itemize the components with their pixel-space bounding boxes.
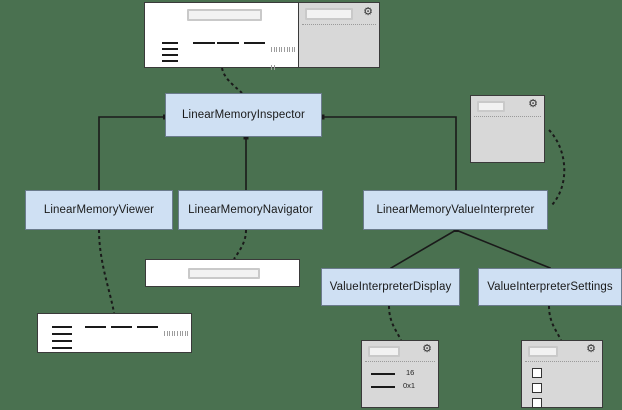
node-label: LinearMemoryNavigator [188,204,313,216]
byte-group [111,326,132,328]
toolbar-divider [302,24,376,25]
gear-icon[interactable]: ⚙ [363,6,373,18]
mockup-memory-pane [145,3,298,70]
node-linear-memory-value-interpreter[interactable]: LinearMemoryValueInterpreter [363,190,548,230]
settings-input-placeholder [528,346,558,357]
mockup-interpreter-pane: ⚙ [298,3,379,67]
gear-icon[interactable]: ⚙ [586,343,596,355]
edge-display-mock [388,305,402,341]
byte-group [193,42,215,44]
address-line [162,42,178,44]
mockup-value-interpreter-settings: ⚙ [521,340,603,408]
address-line [162,54,178,56]
settings-checkbox[interactable] [532,398,542,408]
gear-icon[interactable]: ⚙ [422,343,432,355]
byte-group [217,42,239,44]
node-linear-memory-navigator[interactable]: LinearMemoryNavigator [178,190,323,230]
byte-group [244,42,265,44]
value-row-label [371,386,395,388]
mockup-value-interpreter: ⚙ [470,95,545,163]
ascii-column [164,323,190,341]
address-line [52,326,72,328]
mockup-linear-memory-inspector: ⚙ [144,2,380,70]
byte-group [137,326,158,328]
value-row-value: 0x1 [403,381,416,390]
gear-icon[interactable]: ⚙ [528,98,538,110]
display-input-placeholder [368,346,400,357]
mockup-linear-memory-viewer [37,313,192,353]
address-line [52,333,72,335]
node-label: ValueInterpreterDisplay [329,281,452,293]
node-linear-memory-inspector[interactable]: LinearMemoryInspector [165,93,322,137]
node-value-interpreter-display[interactable]: ValueInterpreterDisplay [321,268,460,306]
interpreter-input-placeholder [305,8,353,20]
edge-inspector-viewer [98,116,166,191]
settings-checkbox[interactable] [532,368,542,378]
byte-group [85,326,106,328]
address-input-placeholder [187,9,262,21]
value-row-value: 16 [406,368,415,377]
toolbar-divider [365,361,435,362]
node-label: ValueInterpreterSettings [487,281,613,293]
node-value-interpreter-settings[interactable]: ValueInterpreterSettings [478,268,622,306]
address-line [52,347,72,349]
interpreter-input-placeholder [477,101,505,112]
edge-mock-inspector [221,67,243,94]
ascii-column [271,39,298,75]
address-line [162,60,178,62]
address-input-placeholder [188,268,260,279]
edge-interpreter-settings [454,228,552,270]
edge-inspector-interpreter [321,116,457,191]
address-line [162,48,178,50]
node-label: LinearMemoryValueInterpreter [376,204,535,216]
settings-checkbox[interactable] [532,383,542,393]
toolbar-divider [474,116,541,117]
node-linear-memory-viewer[interactable]: LinearMemoryViewer [25,190,173,230]
address-line [52,340,72,342]
edge-mock-interpreter [548,129,566,207]
toolbar-divider [525,361,599,362]
node-label: LinearMemoryViewer [43,204,155,216]
value-row-label [371,373,395,375]
mockup-value-interpreter-display: ⚙ 16 0x1 [361,340,439,408]
edge-viewer-mock [98,229,115,314]
node-label: LinearMemoryInspector [182,109,305,121]
edge-settings-mock [548,305,562,341]
mockup-linear-memory-navigator [145,259,300,287]
edge-navigator-mock [233,229,247,260]
edge-interpreter-display [389,228,458,270]
